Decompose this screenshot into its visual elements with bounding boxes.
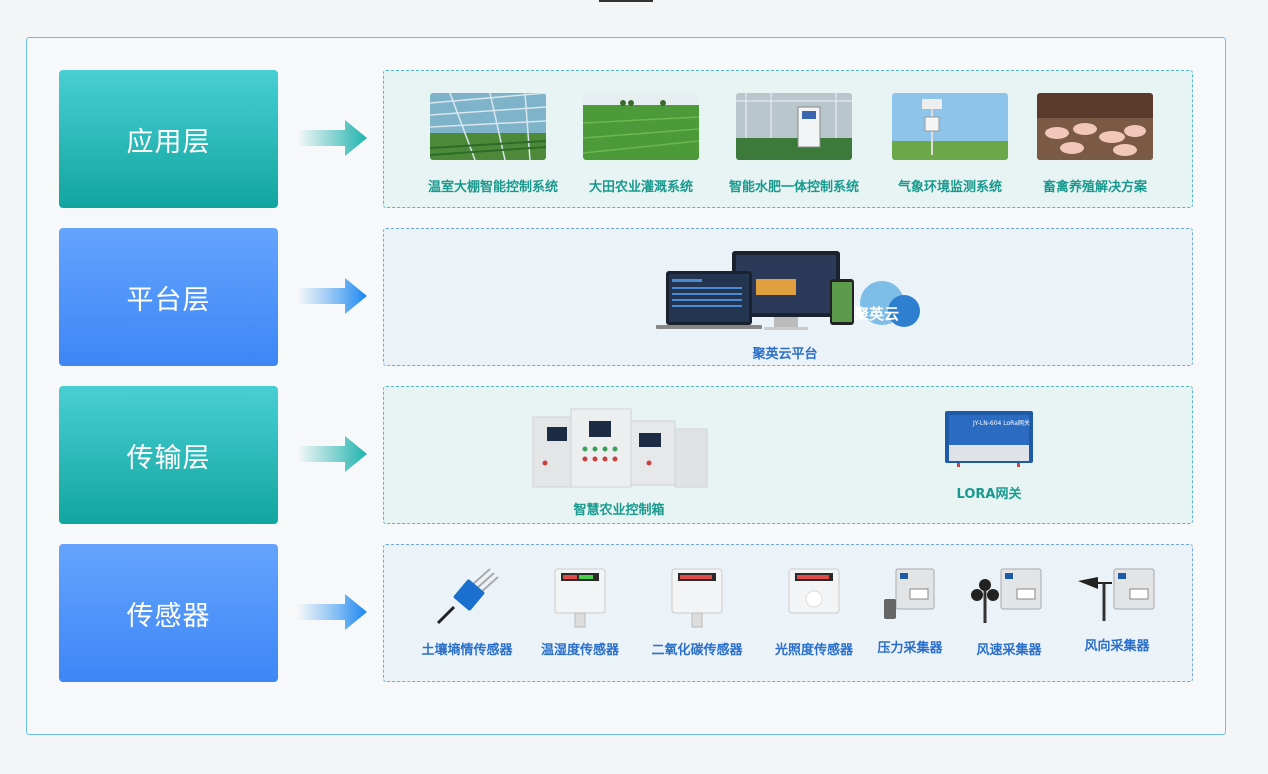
layer-label-sensor: 传感器 bbox=[59, 544, 278, 682]
top-divider bbox=[599, 0, 653, 2]
sensor-item-label: 温湿度传感器 bbox=[540, 643, 619, 658]
app-item-livestock[interactable]: 畜禽养殖解决方案 bbox=[1035, 93, 1155, 195]
arrow-right-icon bbox=[297, 436, 367, 472]
layer-label-transport: 传输层 bbox=[59, 386, 278, 524]
platform-layer: 平台层 聚英云 聚英云平台 bbox=[27, 228, 1227, 366]
sensor-layer: 传感器 土壤墒情传感器 温湿度传感器 bbox=[27, 544, 1227, 682]
app-item-label: 畜禽养殖解决方案 bbox=[1042, 180, 1147, 195]
arrow-right-icon bbox=[297, 120, 367, 156]
transport-panel: 智慧农业控制箱 JY-LN-604 LoRa网关 LORA网关 bbox=[383, 386, 1193, 524]
sensor-item-wind-speed[interactable]: 风速采集器 bbox=[964, 563, 1054, 658]
sensor-item-label: 压力采集器 bbox=[877, 641, 943, 656]
livestock-image bbox=[1037, 93, 1153, 160]
field-image bbox=[582, 93, 700, 160]
sensor-item-temp-humidity[interactable]: 温湿度传感器 bbox=[532, 563, 628, 658]
sensor-item-co2[interactable]: 二氧化碳传感器 bbox=[642, 563, 752, 658]
sensor-item-label: 二氧化碳传感器 bbox=[651, 643, 743, 658]
cloud-logo-text: 聚英云 bbox=[853, 305, 899, 323]
app-item-fertigation[interactable]: 智能水肥一体控制系统 bbox=[724, 93, 864, 195]
arrow-right-icon bbox=[297, 278, 367, 314]
control-box-image bbox=[532, 408, 708, 488]
transport-item-lora-gateway[interactable]: JY-LN-604 LoRa网关 LORA网关 bbox=[929, 407, 1049, 502]
app-item-weather[interactable]: 气象环境监测系统 bbox=[890, 93, 1010, 195]
lora-gateway-image: JY-LN-604 LoRa网关 bbox=[945, 411, 1033, 467]
soil-sensor-image bbox=[436, 568, 499, 625]
sensor-item-wind-direction[interactable]: 风向采集器 bbox=[1070, 563, 1164, 654]
layer-label-platform: 平台层 bbox=[59, 228, 278, 366]
sensor-item-label: 风向采集器 bbox=[1084, 639, 1150, 654]
wind-direction-collector-image bbox=[1078, 568, 1155, 621]
transport-item-control-box[interactable]: 智慧农业控制箱 bbox=[524, 407, 714, 518]
transport-item-label: LORA网关 bbox=[956, 487, 1022, 502]
application-panel: 温室大棚智能控制系统 大田农业灌溉系统 智 bbox=[383, 70, 1193, 208]
transport-item-label: 智慧农业控制箱 bbox=[573, 503, 665, 518]
sensor-item-label: 光照度传感器 bbox=[774, 643, 853, 658]
architecture-frame: 应用层 温室大棚智能控制系统 bbox=[26, 37, 1226, 735]
fertigation-image bbox=[736, 93, 852, 160]
sensor-item-pressure[interactable]: 压力采集器 bbox=[870, 563, 950, 656]
sensor-item-label: 风速采集器 bbox=[976, 643, 1042, 658]
application-layer: 应用层 温室大棚智能控制系统 bbox=[27, 70, 1227, 208]
weather-station-image bbox=[892, 93, 1008, 160]
platform-devices-image: 聚英云 bbox=[656, 251, 920, 330]
app-item-label: 温室大棚智能控制系统 bbox=[428, 180, 559, 195]
platform-panel: 聚英云 聚英云平台 bbox=[383, 228, 1193, 366]
sensor-item-label: 土壤墒情传感器 bbox=[421, 643, 513, 658]
layer-label-application: 应用层 bbox=[59, 70, 278, 208]
app-item-greenhouse[interactable]: 温室大棚智能控制系统 bbox=[428, 92, 559, 195]
pressure-collector-image bbox=[884, 568, 935, 619]
arrow-right-icon bbox=[297, 594, 367, 630]
wind-speed-collector-image bbox=[971, 568, 1042, 623]
transport-layer: 传输层 智慧农业控制箱 bbox=[27, 386, 1227, 524]
temp-humidity-sensor-image bbox=[554, 568, 606, 628]
platform-caption: 聚英云平台 bbox=[752, 347, 818, 362]
sensor-panel: 土壤墒情传感器 温湿度传感器 二氧化碳传感器 bbox=[383, 544, 1193, 682]
app-item-label: 气象环境监测系统 bbox=[897, 180, 1002, 195]
app-item-label: 智能水肥一体控制系统 bbox=[728, 180, 859, 195]
app-item-label: 大田农业灌溉系统 bbox=[588, 180, 693, 195]
co2-sensor-image bbox=[671, 568, 723, 628]
sensor-item-soil[interactable]: 土壤墒情传感器 bbox=[412, 563, 522, 658]
app-item-field-irrigation[interactable]: 大田农业灌溉系统 bbox=[581, 93, 701, 195]
sensor-item-light[interactable]: 光照度传感器 bbox=[762, 563, 866, 658]
greenhouse-image bbox=[429, 92, 547, 161]
gateway-model-text: JY-LN-604 LoRa网关 bbox=[972, 419, 1030, 427]
light-sensor-image bbox=[788, 568, 840, 614]
